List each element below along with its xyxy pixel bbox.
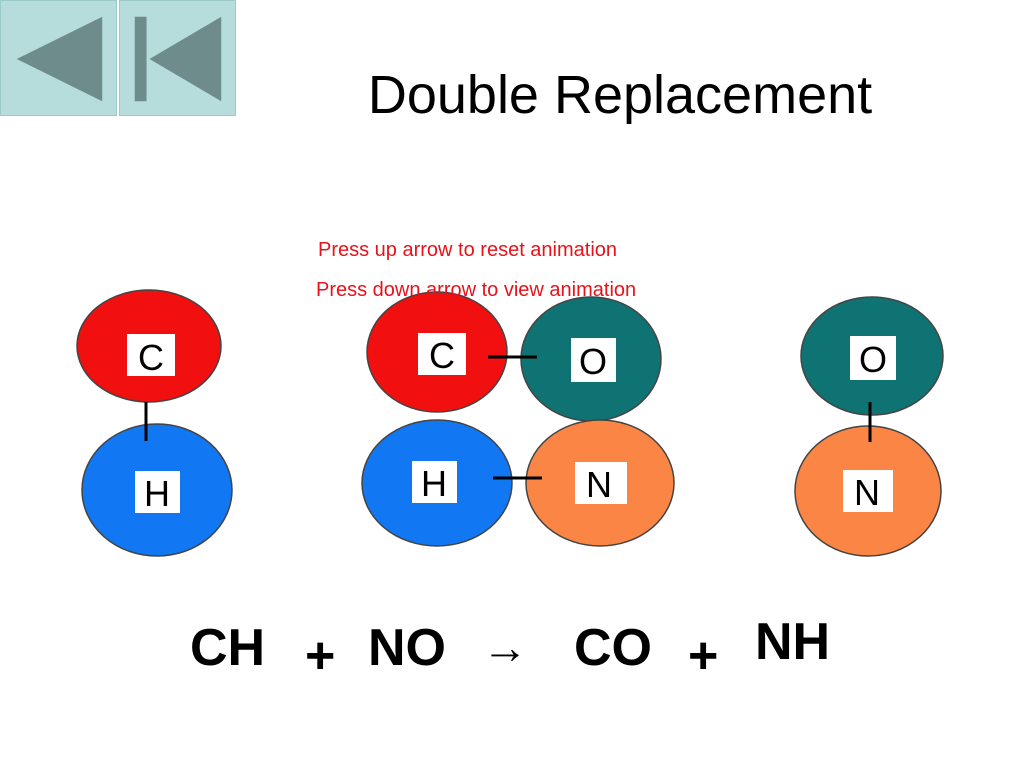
atom-h-ball [81, 423, 233, 557]
atom-n-ball [525, 419, 675, 547]
atom-label-box [850, 336, 896, 380]
equation-product-2: NH [755, 613, 831, 671]
atom-o-ball [520, 296, 662, 422]
view-instruction: Press down arrow to view animation [316, 279, 637, 301]
molecule-right: O N [794, 296, 944, 557]
equation-reactant-1: CH [190, 619, 266, 677]
atom-label-box [843, 470, 893, 512]
atom-label-box [412, 461, 457, 503]
slide-title: Double Replacement [367, 65, 873, 125]
back-button[interactable] [0, 0, 117, 116]
skip-to-first-icon [134, 16, 222, 102]
atom-c-ball [366, 291, 508, 413]
atom-n-label: N [854, 472, 880, 513]
atom-label-box [418, 333, 466, 375]
atom-c-label: C [138, 337, 164, 378]
atom-n-ball [794, 425, 942, 557]
atom-c-label: C [429, 335, 455, 376]
atom-h-ball [361, 419, 513, 547]
atom-label-box [127, 334, 175, 376]
equation-product-1: CO [574, 619, 652, 677]
molecule-middle: C O H N [361, 291, 675, 547]
equation-plus-1: + [305, 627, 336, 685]
atom-label-box [571, 338, 616, 382]
atom-label-box [575, 462, 627, 504]
yields-arrow-icon: → [482, 621, 528, 673]
atom-h-label: H [421, 463, 447, 504]
equation-reactant-2: NO [368, 619, 446, 677]
atom-n-label: N [586, 464, 612, 505]
equation-plus-2: + [688, 627, 719, 685]
first-slide-button[interactable] [119, 0, 236, 116]
reset-instruction: Press up arrow to reset animation [318, 239, 618, 261]
molecule-left: C H [76, 289, 233, 557]
triangle-left-icon [16, 16, 103, 102]
atom-h-label: H [144, 473, 170, 514]
atom-o-label: O [579, 341, 607, 382]
atom-o-label: O [859, 339, 887, 380]
atom-o-ball [800, 296, 944, 416]
atom-label-box [135, 471, 180, 513]
atom-c-ball [76, 289, 222, 403]
chemical-equation: CH + NO → CO + NH [0, 613, 1024, 688]
